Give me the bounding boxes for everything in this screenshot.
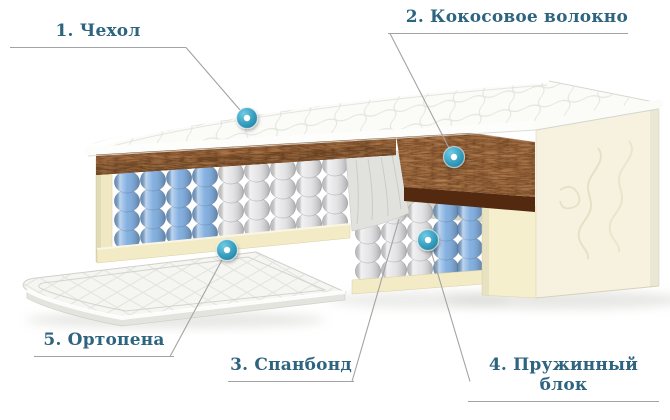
leader-lines — [169, 33, 471, 382]
side-panel — [531, 99, 664, 299]
spunbond-drape — [345, 150, 410, 232]
label-spring-block: 4. Пружинный блок — [468, 355, 659, 402]
leader-line-orthofoam — [169, 259, 223, 357]
orthopedic-foam-pad — [22, 251, 347, 327]
springs-right-blue — [432, 198, 484, 280]
markers — [215, 106, 466, 262]
springs-left-blue — [113, 164, 219, 251]
coconut-layer — [96, 129, 536, 212]
label-coconut-fiber: 2. Кокосовое волокно — [388, 7, 628, 34]
leader-line-spring-block — [430, 250, 471, 382]
marker-spring-block-icon — [416, 228, 440, 252]
damask-ornament — [559, 185, 581, 210]
label-spunbond: 3. Спанбонд — [228, 355, 354, 382]
leader-line-cover — [185, 47, 241, 111]
damask-ornament — [608, 140, 633, 253]
leader-line-coconut — [389, 33, 450, 149]
label-orthopedic-foam: 5. Ортопена — [34, 330, 174, 357]
quilted-cover — [84, 77, 660, 157]
damask-ornament — [577, 147, 602, 260]
foam-right-face — [481, 199, 537, 299]
leader-line-spunbond — [351, 218, 400, 382]
marker-orthofoam-icon — [215, 238, 239, 262]
label-cover: 1. Чехол — [10, 21, 186, 48]
marker-cover-icon — [235, 106, 259, 130]
marker-coconut-icon — [442, 145, 466, 169]
spring-block-right — [345, 150, 485, 295]
